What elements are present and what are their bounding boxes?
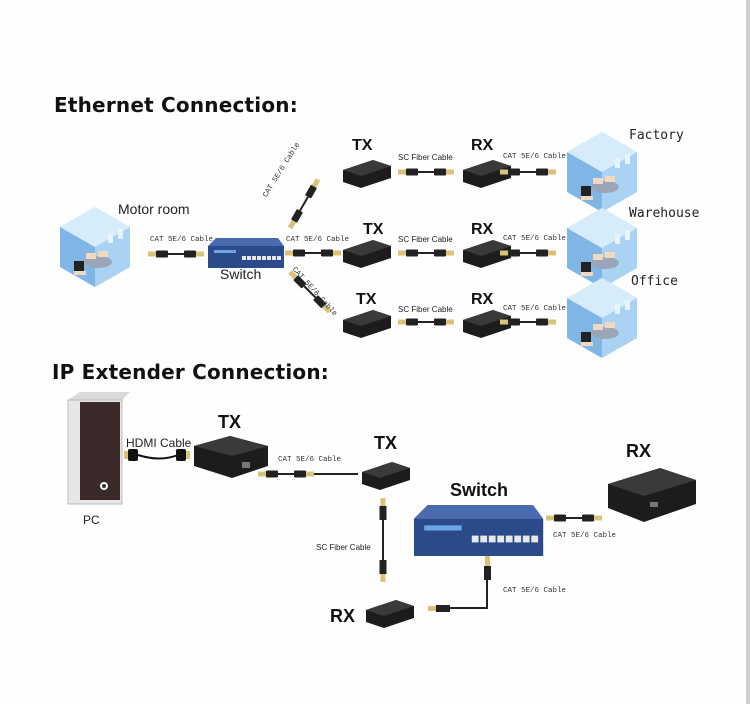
- cat-cable-icon: [499, 317, 557, 327]
- switch-icon: [414, 505, 544, 556]
- fiber-cable-label: SC Fiber Cable: [398, 235, 453, 244]
- hdmi-cable-label: HDMI Cable: [126, 436, 192, 450]
- cable-label: CAT 5E/6 Cable: [553, 532, 617, 540]
- fiber-cable-label: SC Fiber Cable: [316, 543, 371, 552]
- motor-room-label: Motor room: [118, 201, 190, 217]
- rx-label: RX: [471, 137, 494, 154]
- cat-cable-icon: [428, 556, 491, 612]
- factory-illustration: [567, 132, 637, 212]
- fiber-cable-icon: [379, 498, 387, 582]
- tx-label: TX: [356, 291, 377, 308]
- pc-label: PC: [83, 513, 100, 527]
- tx-label: TX: [374, 433, 398, 453]
- cable-label: CAT 5E/6 Cable: [503, 153, 567, 161]
- cat-cable-icon: [499, 167, 557, 177]
- tx-device-icon: [343, 240, 391, 268]
- tx-label: TX: [352, 137, 373, 154]
- rx-extender-device-icon: [608, 468, 696, 522]
- fiber-cable-icon: [397, 167, 455, 177]
- cat-cable-icon: [284, 248, 342, 258]
- cable-label: CAT 5E/6 Cable: [150, 236, 214, 244]
- cat-cable-icon: [499, 248, 557, 258]
- fiber-cable-label: SC Fiber Cable: [398, 153, 453, 162]
- rx-label: RX: [626, 441, 652, 461]
- rx-label: RX: [330, 606, 356, 626]
- fiber-cable-label: SC Fiber Cable: [398, 305, 453, 314]
- page-edge-border: [746, 0, 750, 704]
- cat-cable-icon: [285, 176, 323, 231]
- fiber-cable-icon: [397, 317, 455, 327]
- cat-cable-icon: [147, 249, 205, 259]
- motor-room-illustration: [60, 207, 130, 287]
- tx-extender-device-icon: [194, 436, 268, 478]
- pc-tower-icon: [67, 392, 130, 505]
- ethernet-section-title: Ethernet Connection:: [54, 93, 298, 117]
- cable-label: CAT 5E/6 Cable: [286, 236, 350, 244]
- cat-cable-icon: [545, 513, 603, 523]
- warehouse-illustration: [567, 208, 637, 288]
- tx-device-icon: [343, 310, 391, 338]
- tx-device-icon: [362, 462, 410, 490]
- fiber-cable-icon: [397, 248, 455, 258]
- rx-label: RX: [471, 291, 494, 308]
- cat-cable-icon: [257, 469, 315, 479]
- rx-device-icon: [366, 600, 414, 628]
- tx-device-icon: [343, 160, 391, 188]
- cable-label: CAT 5E/6 Cable: [503, 587, 567, 595]
- cable-label: CAT 5E/6 Cable: [503, 305, 567, 313]
- switch-label: Switch: [450, 480, 509, 500]
- ip-extender-section-title: IP Extender Connection:: [52, 360, 330, 384]
- office-label: Office: [631, 274, 678, 289]
- warehouse-label: Warehouse: [629, 206, 700, 221]
- cable-label: CAT 5E/6 Cable: [278, 456, 342, 464]
- tx-label: TX: [363, 221, 384, 238]
- tx-label: TX: [218, 412, 242, 432]
- office-illustration: [567, 278, 637, 358]
- switch-icon: [208, 238, 284, 268]
- rx-label: RX: [471, 221, 494, 238]
- cable-label: CAT 5E/6 Cable: [503, 235, 567, 243]
- switch-label: Switch: [220, 266, 262, 282]
- factory-label: Factory: [629, 128, 684, 143]
- hdmi-cable-icon: [124, 449, 190, 461]
